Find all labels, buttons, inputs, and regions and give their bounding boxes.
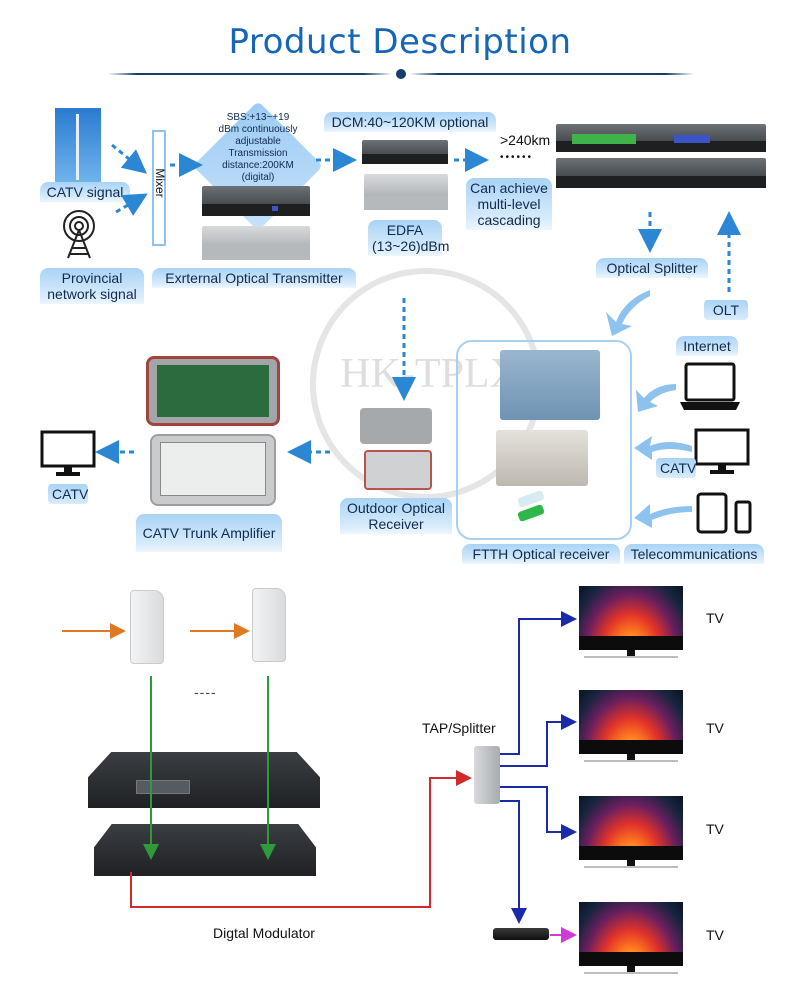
outdoor-receiver-label: Outdoor Optical Receiver [340,498,452,534]
mixer-label: Mixer [153,168,167,198]
curved-arrow-internet [636,384,676,412]
more-devices-separator: ---- [194,684,217,700]
edfa-rear [364,174,448,210]
cascading-label: Can achieve multi-level cascading [466,178,552,230]
tv-screen [579,690,683,754]
tv-base [584,866,678,868]
modulator-label: Digtal Modulator [213,925,315,941]
curved-arrow-telecom [634,504,692,528]
internet-label: Internet [676,336,738,356]
optical-transmitter-rear [202,226,310,260]
page-title: Product Description [228,22,572,62]
router-device [252,588,286,662]
splitter-label: TAP/Splitter [422,720,496,736]
tv-label: TV [706,821,724,837]
dcm-label: DCM:40~120KM optional [324,112,496,132]
tv-base [584,656,678,658]
catv-left-label: CATV [48,484,88,504]
ftth-receiver-device [500,350,600,420]
trunk-amplifier-label: CATV Trunk Amplifier [136,514,282,552]
monitor-icon [694,428,750,474]
coax-line-tv2 [500,714,577,767]
coax-line-stb [500,800,527,924]
ftth-label: FTTH Optical receiver [462,544,620,564]
coax-line-tv3 [500,786,577,840]
tv-stand [627,966,635,972]
tv-base [584,760,678,762]
spec-line: distance:200KM [222,160,294,171]
tap-splitter-device [474,746,500,804]
tv-screen [579,902,683,966]
olt-label: OLT [704,300,748,320]
spec-line: Transmission [228,148,288,159]
router-device [130,590,164,664]
transmitter-label: Exrternal Optical Transmitter [152,268,356,288]
tv-stand [627,860,635,866]
watermark-text: HK-TPLX [340,351,520,397]
laptop-icon [680,362,740,410]
digital-modulator-front [88,752,320,808]
title-divider-left [108,73,392,75]
tv-stand [627,650,635,656]
telecommunications-label: Telecommunications [624,544,764,564]
set-top-box [493,928,549,940]
tablet-phone-icon [696,492,752,534]
tv-screen [579,586,683,650]
catv-right-label: CATV [656,458,696,478]
catv-tower-image [55,108,101,182]
spec-text: SBS:+13~+19 dBm continuously adjustable … [192,112,324,184]
broadcast-tower-icon [63,210,95,259]
spec-line: dBm continuously [218,124,298,135]
curved-arrow-splitter-to-ftth [606,290,650,336]
tv-stand [627,754,635,760]
transmitter-spec-callout: SBS:+13~+19 dBm continuously adjustable … [192,100,324,232]
coax-line-tv1 [500,611,577,755]
mixer-box: Mixer [152,130,167,246]
provincial-signal-label: Provincial network signal [40,268,144,304]
monitor-icon [40,430,96,476]
spec-line: adjustable [235,136,281,147]
trunk-amplifier-body [150,434,276,506]
title-divider-right [410,73,694,75]
optical-splitter-label: Optical Splitter [596,258,708,278]
continuation-dots: •••••• [500,152,534,163]
tv-label: TV [706,720,724,736]
distance-label: >240km [500,132,551,148]
spec-line: SBS:+13~+19 [226,112,290,123]
edfa-front [362,140,448,164]
olt-front [556,124,766,152]
ftth-receiver-group [456,340,632,540]
olt-rear [556,158,766,188]
digital-modulator-rear [94,824,316,876]
optical-transmitter-front [202,186,310,216]
tv-screen [579,796,683,860]
edfa-label: EDFA (13~26)dBm [368,220,449,256]
ftth-mini-receiver-device [496,430,588,486]
tv-label: TV [706,927,724,943]
curved-arrow-catv [634,436,692,460]
trunk-amplifier-lid [146,356,280,426]
outdoor-receiver-lid [360,408,432,444]
tv-base [584,972,678,974]
outdoor-receiver-body [364,450,432,490]
spec-line: (digital) [241,172,275,183]
arrow-catv-to-mixer [111,143,147,174]
tv-label: TV [706,610,724,626]
catv-signal-label: CATV signal [40,182,130,202]
title-divider-dot [396,69,406,79]
